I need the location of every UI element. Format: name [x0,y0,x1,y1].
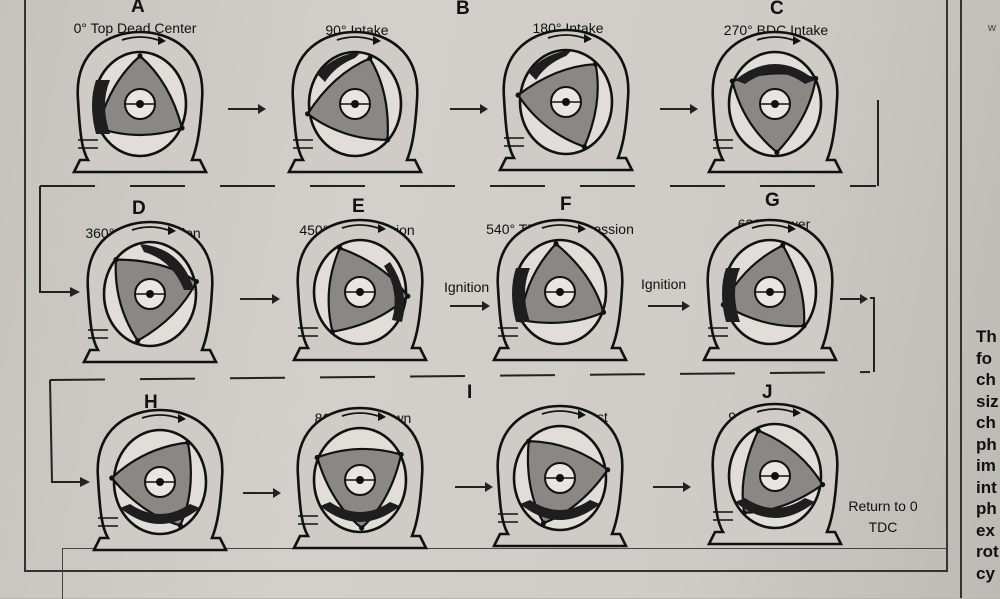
side-text-column: Th fo ch siz ch ph im int ph ex rot cy [976,326,999,584]
step-letter: J [762,382,773,403]
side-text-line: fo [976,348,993,368]
side-text-line: cy [976,563,995,583]
flow-dashed-2 [49,371,871,381]
transition-arrow [228,104,266,114]
ignition-label-1: Ignition [444,279,490,295]
step-letter: F [560,194,572,215]
caption-box [62,548,947,599]
step-label: 900° Exhaust [524,409,608,425]
flow-line-left-2 [49,379,80,483]
step-label: 360° Compression [85,225,201,241]
ignition-label-2: Ignition [641,276,687,292]
flow-line-left-1 [39,186,70,293]
step-letter: I [467,382,473,403]
side-text-line: rot [976,542,999,561]
side-text-line: ch [976,413,996,432]
step-label: 810° Blowdown [314,410,412,426]
step-label: 90° Intake [325,22,389,38]
step-letter: E [352,196,365,217]
step-letter: D [132,198,146,219]
step-label: 0° Top Dead Center [73,20,197,36]
side-text-line: siz [976,391,999,411]
step-label: 540° TDC Compression [486,221,634,237]
transition-arrow [455,482,493,492]
step-letter: A [131,0,145,17]
step-letter: C [770,0,784,19]
transition-arrow [243,488,281,498]
transition-arrow [653,482,691,492]
step-label: 180° Intake [532,20,604,36]
side-text-line: int [976,477,997,497]
return-label-line1: Return to 0 [848,498,918,514]
return-label: Return to 0 TDC [838,496,928,538]
transition-arrow [450,104,488,114]
transition-arrow [240,294,280,304]
step-letter: H [144,392,158,413]
step-label: 720° Power [122,417,196,433]
side-caption: w [988,22,996,34]
step-letter: G [765,190,780,211]
transition-arrow [450,301,490,311]
side-text-line: ph [976,434,997,454]
step-label: 450° Compression [299,222,415,238]
transition-arrow [840,294,868,304]
side-text-line: Th [976,327,997,346]
side-text-line: ex [976,520,995,540]
step-label: 270° BDC Intake [723,22,829,38]
side-text-line: ch [976,370,996,389]
return-label-line2: TDC [868,519,898,535]
step-label: 990° Exhaust [728,409,812,425]
transition-arrow [660,104,698,114]
side-text-line: im [976,456,996,475]
transition-arrow [648,301,690,311]
column-divider [960,0,962,598]
step-label: 630° Power [737,216,811,232]
flow-line-right-2 [870,297,875,372]
side-text-line: ph [976,499,997,518]
step-letter: B [456,0,470,19]
diagram-frame [24,0,948,572]
